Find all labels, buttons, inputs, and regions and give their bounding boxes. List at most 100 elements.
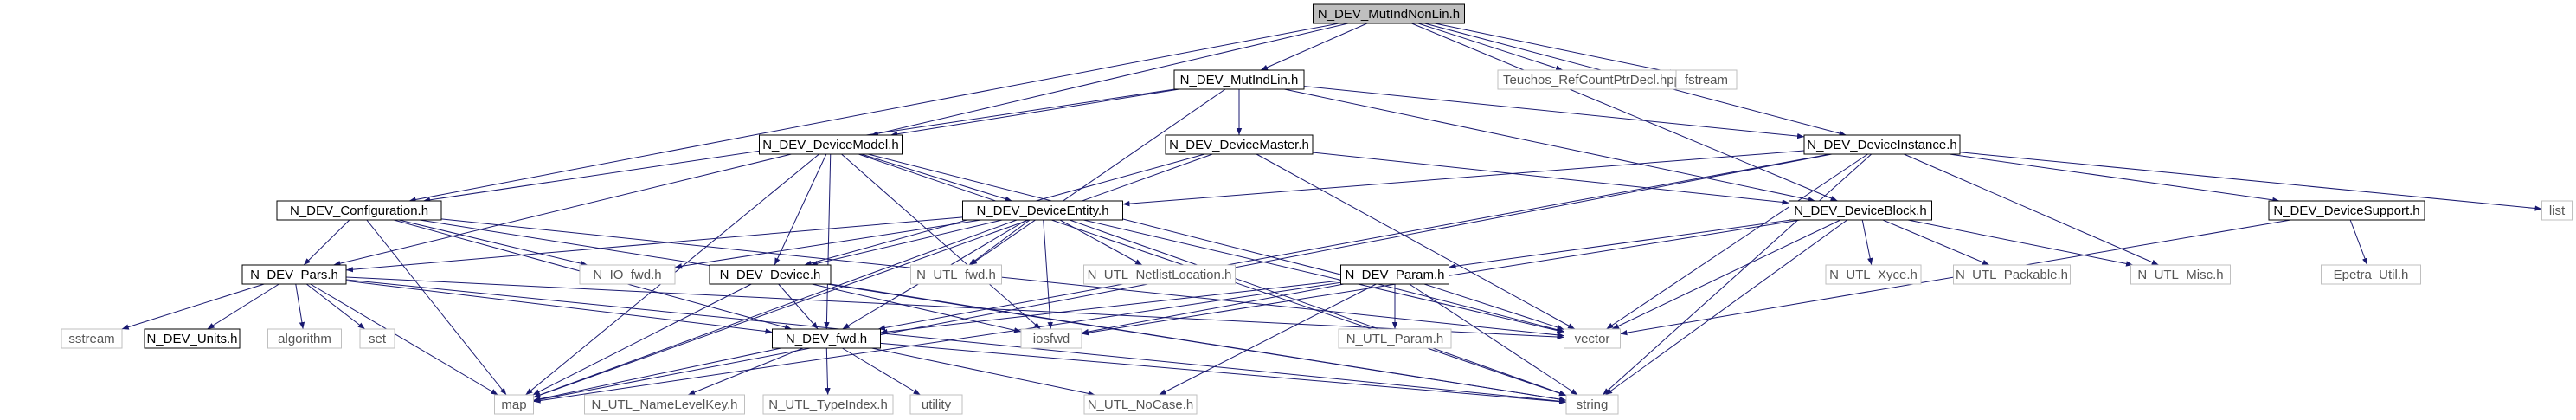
node-root[interactable]: N_DEV_MutIndNonLin.h (1313, 3, 1465, 24)
edge-deviceentity-to-map (533, 219, 1018, 398)
edge-mutindlin-to-deviceblock (1284, 88, 1815, 203)
node-pars[interactable]: N_DEV_Pars.h (241, 264, 347, 285)
edge-param-to-devfwd (880, 280, 1341, 335)
edge-deviceblock-to-packable (1882, 219, 1990, 266)
edge-device-to-map (532, 283, 752, 396)
node-label: map (501, 397, 526, 412)
node-deviceblock[interactable]: N_DEV_DeviceBlock.h (1789, 200, 1932, 221)
node-label: vector (1575, 332, 1610, 346)
edge-deviceentity-to-pars (345, 216, 963, 273)
node-mutindlin[interactable]: N_DEV_MutIndLin.h (1173, 69, 1305, 90)
node-box (762, 394, 894, 415)
node-label: N_UTL_NetlistLocation.h (1088, 268, 1232, 282)
edge-root-to-mutindlin (1260, 23, 1368, 71)
node-deviceentity[interactable]: N_DEV_DeviceEntity.h (962, 200, 1123, 221)
node-label: utility (922, 397, 952, 412)
edge-pars-to-units (207, 283, 279, 330)
node-deviceinstance[interactable]: N_DEV_DeviceInstance.h (1803, 134, 1961, 155)
node-label: algorithm (278, 332, 331, 346)
edge-configuration-to-pars (303, 219, 350, 266)
node-box (1165, 134, 1314, 155)
node-box (1565, 394, 1619, 415)
node-label: N_DEV_DeviceBlock.h (1794, 204, 1926, 218)
node-label: N_DEV_Pars.h (250, 268, 338, 282)
edge-devicemaster-to-vector (1256, 153, 1576, 330)
edge-deviceblock-to-vector (1611, 219, 1841, 330)
edge-devicemodel-to-vector (868, 153, 1564, 333)
edge-deviceentity-to-iosfwd (1043, 219, 1053, 330)
node-devfwd[interactable]: N_DEV_fwd.h (772, 328, 881, 349)
node-label: set (369, 332, 387, 346)
node-box (1020, 328, 1082, 349)
node-configuration[interactable]: N_DEV_Configuration.h (276, 200, 442, 221)
edge-param-to-nocase (1159, 283, 1377, 396)
edge-deviceentity-to-iofwd (674, 219, 981, 269)
edge-devicemodel-to-deviceentity (861, 153, 1012, 202)
node-box (276, 200, 442, 221)
node-label: string (1577, 397, 1609, 412)
edge-deviceinstance-to-string (1602, 153, 1873, 396)
edge-pars-to-set (305, 283, 366, 330)
node-box (2130, 264, 2231, 285)
node-box (1825, 264, 1922, 285)
node-box (2541, 200, 2573, 221)
node-string: string (1565, 394, 1619, 415)
edge-devicemaster-to-deviceblock (1312, 152, 1789, 205)
edge-devfwd-to-nocase (871, 347, 1095, 397)
node-sstream: sstream (61, 328, 123, 349)
edge-devicesupport-to-epetra (2349, 219, 2368, 266)
edge-mutindlin-to-utlfwd (969, 88, 1226, 266)
edge-deviceentity-to-device (810, 219, 1003, 267)
edge-device-to-iosfwd (812, 283, 1022, 333)
node-box (1083, 264, 1236, 285)
edge-device-to-devfwd (778, 283, 819, 330)
edge-deviceblock-to-xyce (1861, 219, 1873, 266)
node-utlfwd: N_UTL_fwd.h (910, 264, 1002, 285)
node-devicesupport[interactable]: N_DEV_DeviceSupport.h (2268, 200, 2425, 221)
edge-deviceinstance-to-list (1959, 152, 2542, 211)
edge-param-to-vector (1423, 283, 1564, 331)
node-utlparam: N_UTL_Param.h (1338, 328, 1452, 349)
edge-param-to-map (533, 281, 1341, 404)
node-label: N_DEV_Units.h (146, 332, 237, 346)
node-label: fstream (1685, 73, 1728, 87)
node-label: sstream (68, 332, 114, 346)
node-label: iosfwd (1033, 332, 1070, 346)
edge-pars-to-devfwd (345, 280, 773, 334)
node-param[interactable]: N_DEV_Param.h (1340, 264, 1449, 285)
node-label: N_DEV_DeviceMaster.h (1169, 138, 1309, 152)
node-device[interactable]: N_DEV_Device.h (709, 264, 832, 285)
node-devicemaster[interactable]: N_DEV_DeviceMaster.h (1165, 134, 1314, 155)
edge-configuration-to-vector (440, 218, 1564, 338)
node-box (759, 134, 903, 155)
node-box (241, 264, 347, 285)
node-box (584, 394, 745, 415)
node-box (359, 328, 395, 349)
edge-devfwd-to-namelevelkey (687, 347, 804, 396)
edge-devfwd-to-string (880, 342, 1567, 404)
node-box (1083, 394, 1198, 415)
edge-pars-to-string (345, 279, 1567, 404)
node-label: N_UTL_Misc.h (2137, 268, 2223, 282)
node-label: N_UTL_TypeIndex.h (768, 397, 888, 412)
node-label: N_UTL_fwd.h (916, 268, 996, 282)
node-box (1173, 69, 1305, 90)
edge-param-to-iosfwd (1081, 283, 1345, 335)
edge-pars-to-vector (345, 276, 1564, 340)
edge-mutindlin-to-deviceinstance (1303, 86, 1805, 139)
node-iosfwd: iosfwd (1020, 328, 1082, 349)
node-algorithm: algorithm (267, 328, 342, 349)
node-box (1564, 328, 1621, 349)
node-box (1338, 328, 1452, 349)
node-box (2321, 264, 2421, 285)
node-devicemodel[interactable]: N_DEV_DeviceModel.h (759, 134, 903, 155)
node-label: N_DEV_DeviceInstance.h (1807, 138, 1956, 152)
node-box (1803, 134, 1961, 155)
edge-deviceinstance-to-vector (1606, 153, 1868, 330)
edge-deviceinstance-to-devicesupport (1949, 153, 2280, 204)
node-units[interactable]: N_DEV_Units.h (144, 328, 241, 349)
edge-deviceentity-to-vector (1083, 219, 1564, 333)
edge-deviceentity-to-string (1070, 219, 1567, 396)
node-box (1789, 200, 1932, 221)
